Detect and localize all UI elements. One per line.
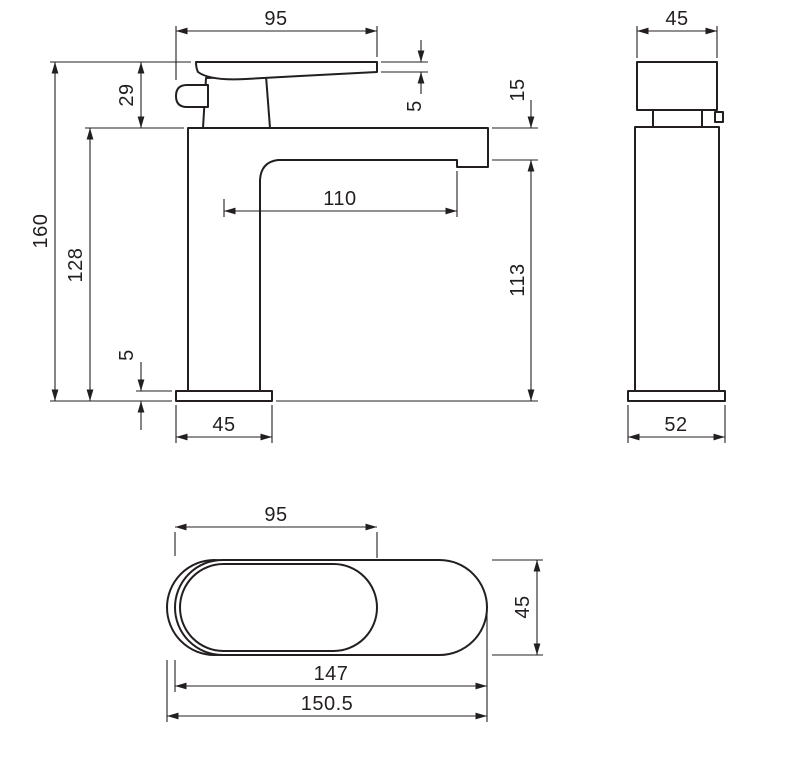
front-handle-block (202, 75, 271, 129)
side-dimensions: 45 52 (627, 8, 726, 443)
side-view: 45 52 (627, 8, 726, 443)
front-dimensions: 95 29 160 128 5 5 (30, 8, 538, 443)
dim-top-lever-length: 95 (264, 504, 287, 526)
side-lever-pin (714, 111, 724, 123)
dim-front-base-width: 45 (212, 414, 235, 436)
dim-top-body-width: 45 (512, 595, 534, 618)
dim-front-overall-height: 160 (30, 214, 52, 249)
front-base-plate (175, 390, 273, 402)
side-handle-block (636, 61, 718, 111)
side-body (634, 126, 720, 392)
dim-top-body-length: 147 (314, 663, 349, 685)
dim-front-handle-height: 29 (116, 83, 138, 106)
top-view: 95 45 147 150.5 (166, 504, 543, 722)
dim-front-base-plate-thickness: 5 (116, 349, 138, 361)
dim-front-spout-reach: 110 (323, 188, 356, 210)
dim-front-spout-to-base: 113 (507, 263, 529, 296)
top-lever (179, 563, 378, 652)
dim-front-lever-length: 95 (264, 8, 287, 30)
dim-side-base-depth: 52 (664, 414, 687, 436)
side-base-plate (627, 390, 726, 402)
front-lever-bar (195, 61, 378, 81)
front-lever-knob (175, 84, 209, 108)
dim-front-lever-tip-thickness: 5 (404, 100, 426, 112)
front-body-outline (187, 127, 489, 392)
dim-front-body-height: 128 (65, 248, 87, 283)
side-neck (652, 109, 703, 128)
dim-front-spout-height: 15 (507, 78, 529, 101)
dim-side-top-width: 45 (665, 8, 688, 30)
top-dimensions: 95 45 147 150.5 (166, 504, 543, 722)
front-view: 95 29 160 128 5 5 (30, 8, 538, 443)
dim-top-overall-length: 150.5 (301, 693, 354, 715)
